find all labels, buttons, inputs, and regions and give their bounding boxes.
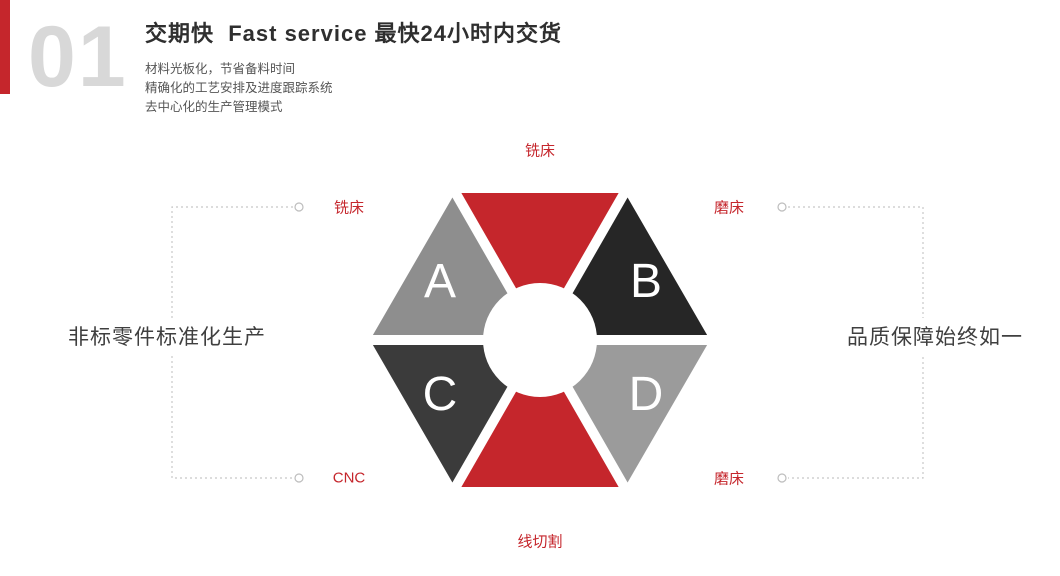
segment-top-milling[interactable]	[455, 193, 625, 340]
bullet-line: 材料光板化，节省备料时间	[145, 62, 296, 76]
label-top-milling: 铣床	[524, 142, 556, 160]
connector-node-icon	[294, 473, 304, 483]
label-cnc: CNC	[332, 469, 366, 487]
label-left-milling: 铣床	[333, 199, 365, 217]
connector-node-icon	[294, 202, 304, 212]
connector-node-icon	[777, 202, 787, 212]
bullet-list: 材料光板化，节省备料时间 精确化的工艺安排及进度跟踪系统 去中心化的生产管理模式	[145, 60, 562, 117]
section-number: 01	[28, 9, 128, 105]
left-statement: 非标零件标准化生产	[63, 318, 271, 354]
header: 交期快 Fast service 最快24小时内交货 材料光板化，节省备料时间 …	[145, 16, 562, 117]
label-right-grinding: 磨床	[713, 199, 745, 217]
label-bottom-wirecut: 线切割	[517, 533, 563, 551]
segment-bottom-wirecut[interactable]	[455, 340, 625, 487]
bullet-line: 去中心化的生产管理模式	[145, 100, 283, 114]
connector-node-icon	[777, 473, 787, 483]
center-circle	[483, 283, 597, 397]
label-right-grinding-2: 磨床	[713, 470, 745, 488]
bullet-line: 精确化的工艺安排及进度跟踪系统	[145, 81, 333, 95]
accent-bar	[0, 0, 10, 94]
right-statement: 品质保障始终如一	[842, 318, 1028, 354]
section-title: 交期快 Fast service 最快24小时内交货	[145, 21, 563, 46]
